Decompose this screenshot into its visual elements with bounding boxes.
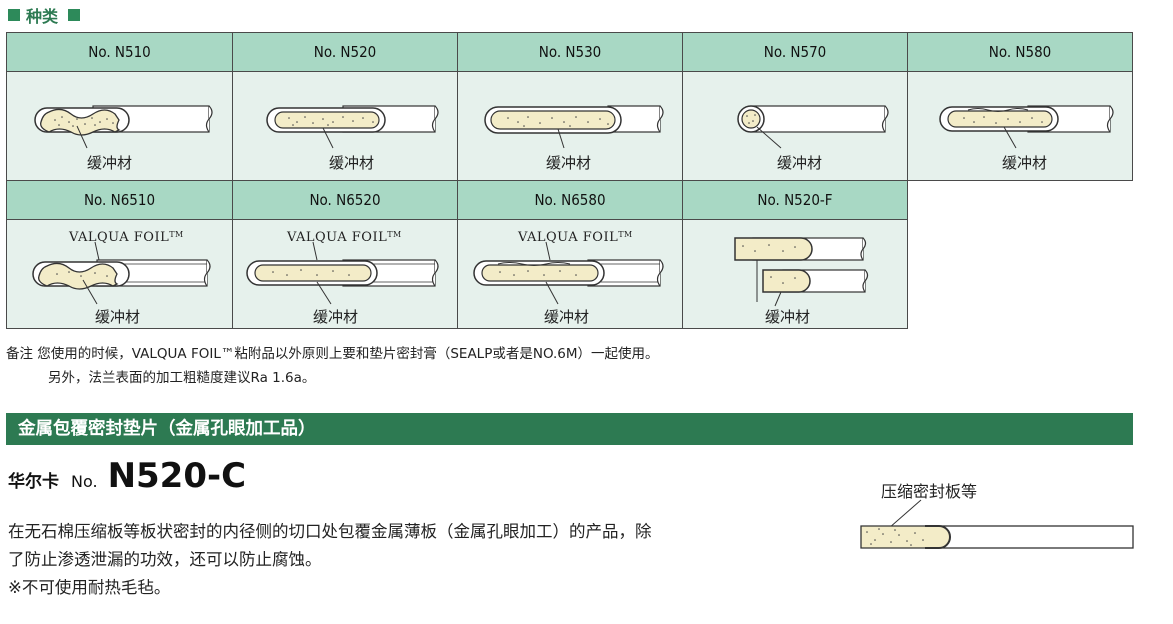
gasket-cross-section-n6580: [473, 241, 664, 305]
product-title: 华尔卡 No. N520-C: [8, 456, 246, 496]
diagram-cell-n6520: VALQUA FOILTM 缓冲材: [232, 219, 458, 329]
gasket-cross-section-n570: [737, 105, 889, 149]
type-code: No. N520-F: [682, 180, 908, 220]
cushion-label: 缓冲材: [765, 308, 811, 326]
description-line: ※不可使用耐热毛毡。: [8, 578, 171, 597]
empty-cell: [907, 180, 1133, 329]
gasket-cross-section-n520: [266, 105, 439, 149]
section-bar-title: 金属包覆密封垫片（金属孔眼加工品）: [6, 413, 1133, 445]
gasket-cross-section-n530: [484, 105, 664, 149]
foil-label: VALQUA FOILTM: [69, 230, 184, 245]
gasket-cross-section-n6510: [32, 241, 211, 305]
square-bullet-icon: [8, 9, 20, 21]
type-code: No. N520: [232, 32, 458, 72]
cushion-label: 缓冲材: [329, 154, 375, 172]
brand-name: 华尔卡: [8, 472, 59, 492]
cushion-label: 缓冲材: [1002, 154, 1048, 172]
gasket-cross-section-n510: [34, 105, 213, 149]
diagram-cell-n580: 缓冲材: [907, 71, 1133, 181]
type-code: No. N580: [907, 32, 1133, 72]
gasket-cross-section-n520f: [734, 237, 869, 307]
diagram-cell-n510: 缓冲材: [6, 71, 233, 181]
gasket-cross-section-n580: [939, 105, 1114, 149]
types-table: No. N510 No. N520 No. N530 No. N570 No. …: [6, 32, 1133, 329]
cushion-label: 缓冲材: [87, 154, 133, 172]
note-line-1: 备注 您使用的时候，VALQUA FOIL™粘附品以外原则上要和垫片密封膏（SE…: [6, 346, 659, 362]
product-code: N520-C: [107, 456, 247, 496]
description-line: 在无石棉压缩板等板状密封的内径侧的切口处包覆金属薄板（金属孔眼加工）的产品，除: [8, 522, 652, 541]
type-code: No. N6510: [6, 180, 233, 220]
description-line: 了防止渗透泄漏的功效，还可以防止腐蚀。: [8, 550, 322, 569]
diagram-cell-n6580: VALQUA FOILTM 缓冲材: [457, 219, 683, 329]
diagram-cell-n520: 缓冲材: [232, 71, 458, 181]
product-no-label: No.: [71, 472, 98, 491]
foil-label: VALQUA FOILTM: [287, 230, 402, 245]
section-title: 种类: [26, 7, 59, 26]
cushion-label: 缓冲材: [546, 154, 592, 172]
n520c-cross-section: [860, 499, 1134, 549]
product-description: 在无石棉压缩板等板状密封的内径侧的切口处包覆金属薄板（金属孔眼加工）的产品，除 …: [8, 518, 768, 602]
note-line-2: 另外，法兰表面的加工粗糙度建议Ra 1.6a。: [48, 370, 316, 386]
type-code: No. N510: [6, 32, 233, 72]
diagram-cell-n530: 缓冲材: [457, 71, 683, 181]
type-code: No. N570: [682, 32, 908, 72]
section-header: 种类: [8, 3, 81, 27]
foil-label: VALQUA FOILTM: [518, 230, 633, 245]
type-code: No. N530: [457, 32, 683, 72]
cushion-label: 缓冲材: [544, 308, 590, 326]
diagram-label: 压缩密封板等: [881, 482, 978, 501]
gasket-cross-section-n6520: [246, 241, 439, 305]
diagram-cell-n6510: VALQUA FOILTM 缓冲材: [6, 219, 233, 329]
diagram-cell-n570: 缓冲材: [682, 71, 908, 181]
cushion-label: 缓冲材: [313, 308, 359, 326]
cushion-label: 缓冲材: [777, 154, 823, 172]
cushion-label: 缓冲材: [95, 308, 141, 326]
square-bullet-icon: [68, 9, 81, 21]
diagram-cell-n520f: 缓冲材: [682, 219, 908, 329]
type-code: No. N6520: [232, 180, 458, 220]
type-code: No. N6580: [457, 180, 683, 220]
